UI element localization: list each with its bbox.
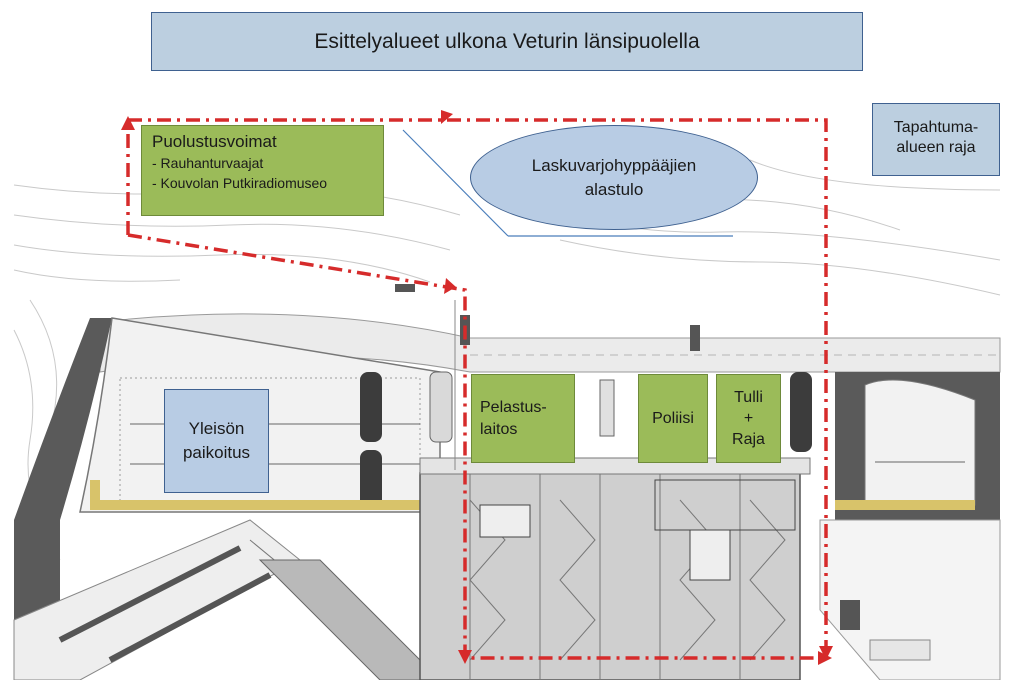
customs-border-area: Tulli + Raja: [716, 374, 781, 463]
rescue-label-line-1: Pelastus-: [480, 398, 547, 416]
rescue-label-line-2: laitos: [480, 420, 518, 438]
customs-label-line-1: Tulli: [734, 389, 763, 406]
parachute-label-line-2: alastulo: [584, 179, 644, 199]
defence-forces-heading: Puolustusvoimat: [152, 132, 277, 151]
police-label: Poliisi: [652, 409, 694, 427]
bottom-left-parking: [13, 519, 441, 680]
customs-label-line-3: Raja: [732, 431, 765, 448]
parachute-label-line-1: Laskuvarjohyppääjien: [531, 155, 697, 175]
page-title: Esittelyalueet ulkona Veturin länsipuole…: [151, 12, 863, 71]
callout-lines: [402, 129, 733, 237]
event-area-boundary: [126, 118, 828, 660]
page-title-text: Esittelyalueet ulkona Veturin länsipuole…: [314, 29, 700, 53]
defence-forces-area: Puolustusvoimat - Rauhanturvaajat - Kouv…: [141, 125, 384, 216]
police-area: Poliisi: [638, 374, 708, 463]
legend-box: Tapahtuma- alueen raja: [872, 103, 1000, 176]
rescue-department-area: Pelastus- laitos: [471, 374, 575, 463]
public-parking-area: Yleisön paikoitus: [164, 389, 269, 493]
boundary-arrowheads: [121, 110, 833, 665]
station-buildings: [419, 457, 811, 680]
defence-item-peacekeepers: - Rauhanturvaajat: [152, 155, 264, 171]
defence-item-radio-museum: - Kouvolan Putkiradiomuseo: [152, 175, 328, 191]
customs-label-line-2: +: [743, 410, 754, 427]
parking-label-line-1: Yleisön: [188, 419, 245, 438]
parachute-landing-area: Laskuvarjohyppääjien alastulo: [470, 125, 758, 230]
legend-label-line-1: Tapahtuma-: [893, 119, 979, 136]
right-parking-lot: [790, 372, 1000, 520]
parking-label-line-2: paikoitus: [182, 443, 251, 462]
right-lower-area: [819, 519, 1001, 680]
legend-label-line-2: alueen raja: [896, 139, 976, 156]
